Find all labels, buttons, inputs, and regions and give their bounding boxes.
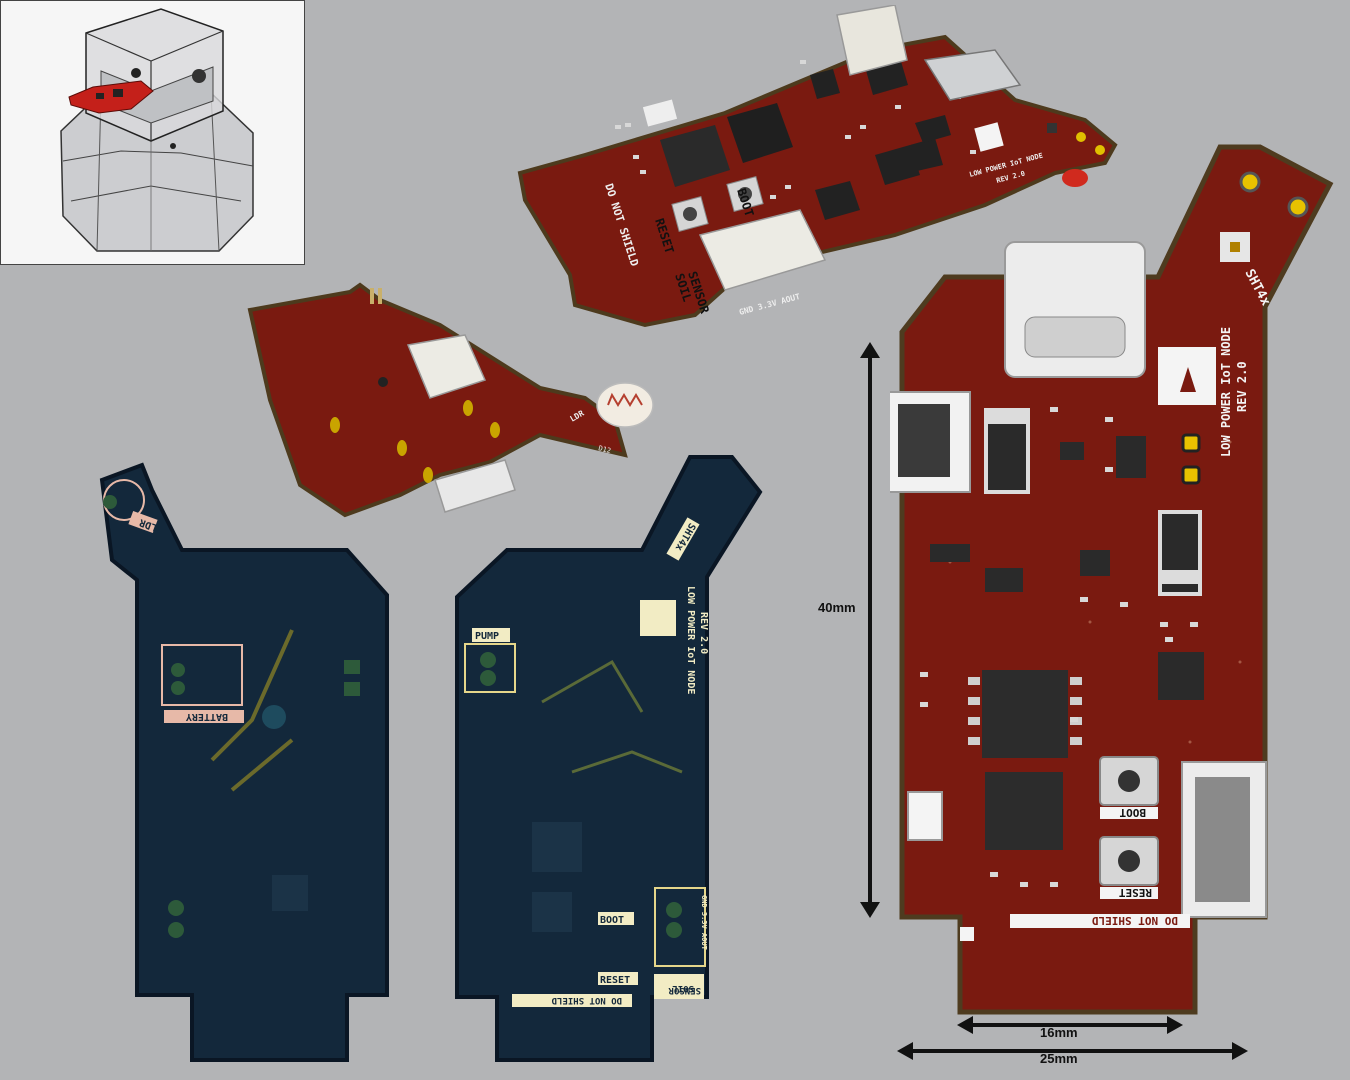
- silk-reset: RESET: [1119, 886, 1152, 899]
- height-dimension-arrow: [860, 342, 880, 918]
- ic-chip: [982, 670, 1068, 758]
- outer-width-dimension-label: 25mm: [1040, 1051, 1078, 1066]
- silk-pump-front: PUMP: [475, 631, 499, 642]
- logo-mark: [640, 600, 676, 636]
- silk-boot: BOOT: [1119, 806, 1146, 819]
- silk-board-rev: REV 2.0: [1235, 361, 1249, 412]
- usb-c-connector: [923, 49, 1022, 101]
- enclosure-render-inset: [0, 0, 305, 265]
- usb-c-connector-3d: [434, 459, 516, 513]
- logo-mark: [974, 122, 1004, 152]
- silk-sensor-front: SENSOR: [668, 985, 701, 995]
- battery-footprint: [161, 644, 243, 706]
- silk-title-front: LOW POWER IoT NODE: [685, 586, 696, 694]
- ldr-sensor-3d: [596, 382, 654, 428]
- silk-battery-back: BATTERY: [186, 711, 228, 722]
- outer-width-dimension-arrow: [897, 1042, 1248, 1060]
- inner-width-dimension-arrow: [957, 1016, 1183, 1034]
- silk-reset-front: RESET: [600, 975, 630, 986]
- silk-ldr-ref-3d: D12: [597, 444, 611, 455]
- ic-chip: [985, 772, 1063, 850]
- silk-rev-front: REV 2.0: [698, 612, 709, 654]
- silk-pins-3d: GND 3.3V AOUT: [738, 292, 801, 317]
- silk-pins-front: GND 3.3V AOUT: [700, 895, 708, 950]
- ic-chip: [727, 103, 793, 163]
- ic-chip: [1158, 652, 1204, 700]
- silk-soil-front: SOIL: [672, 983, 694, 993]
- silk-board-title: LOW POWER IoT NODE: [1219, 327, 1233, 457]
- inner-width-dimension-label: 16mm: [1040, 1025, 1078, 1040]
- pcb-3d-back-view: LDR D12: [247, 282, 654, 518]
- height-dimension-label: 40mm: [818, 600, 856, 615]
- sensor-connector: [698, 209, 827, 291]
- battery-connector: [836, 5, 908, 76]
- silk-boot-front: BOOT: [600, 915, 624, 926]
- pcb-top-view: SHT4x LOW POWER IoT NODE REV 2.0 BOOT RE…: [890, 144, 1334, 1015]
- silk-shield-warning: DO NOT SHIELD: [1092, 914, 1178, 927]
- pcb-layer-front: LOW POWER IoT NODE REV 2.0 SHT4x PUMP BO…: [455, 455, 763, 1062]
- pcb-3d-top-view: DO NOT SHIELD RESET BOOT SOIL SENSOR GND…: [517, 5, 1118, 328]
- ic-chip: [660, 125, 730, 187]
- ic-chip: [815, 181, 860, 220]
- enclosure-drawing: [60, 8, 254, 252]
- pump-connector-3d: [406, 334, 487, 399]
- silk-shield-warning-front: DO NOT SHIELD: [551, 995, 622, 1005]
- pcb-layer-back: LDR BATTERY: [99, 462, 389, 1062]
